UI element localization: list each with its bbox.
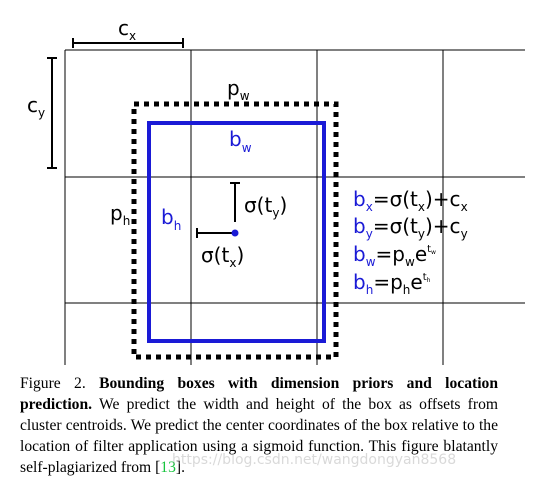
- sigma-ty-label: σ(ty): [244, 193, 287, 220]
- figure-caption: Figure 2. Bounding boxes with dimension …: [20, 373, 498, 478]
- caption-body: We predict the width and height of the b…: [20, 396, 498, 476]
- predicted-center-dot: [231, 229, 239, 237]
- equation-by: by=σ(ty)+cy: [353, 214, 468, 241]
- bounding-box-diagram: cx cy pw ph bw bh σ(ty) σ(tx): [27, 16, 525, 365]
- sigma-tx-label: σ(tx): [201, 243, 244, 270]
- ph-label: ph: [110, 201, 130, 228]
- sigma-ty-marker: [230, 182, 240, 222]
- sigma-tx-marker: [196, 228, 232, 238]
- cx-marker: [72, 38, 184, 48]
- citation-link[interactable]: 13: [160, 459, 176, 476]
- caption-end: ].: [175, 459, 185, 476]
- caption-title: Bounding boxes with dimension priors and…: [20, 375, 498, 413]
- equations: bx=σ(tx)+cx by=σ(ty)+cy bw=pwetw bh=phet…: [353, 187, 468, 297]
- cy-label: cy: [27, 93, 45, 120]
- pw-label: pw: [227, 76, 250, 103]
- cy-marker: [47, 57, 57, 169]
- bw-label: bw: [229, 127, 252, 155]
- cx-label: cx: [118, 16, 136, 43]
- figure-label: Figure 2.: [20, 375, 86, 392]
- equation-bx: bx=σ(tx)+cx: [353, 187, 468, 214]
- bh-label: bh: [161, 205, 181, 233]
- equation-bh: bh=pheth: [353, 270, 431, 297]
- predicted-box: [147, 121, 326, 343]
- equation-bw: bw=pwetw: [353, 242, 436, 269]
- prior-box: [131, 101, 339, 360]
